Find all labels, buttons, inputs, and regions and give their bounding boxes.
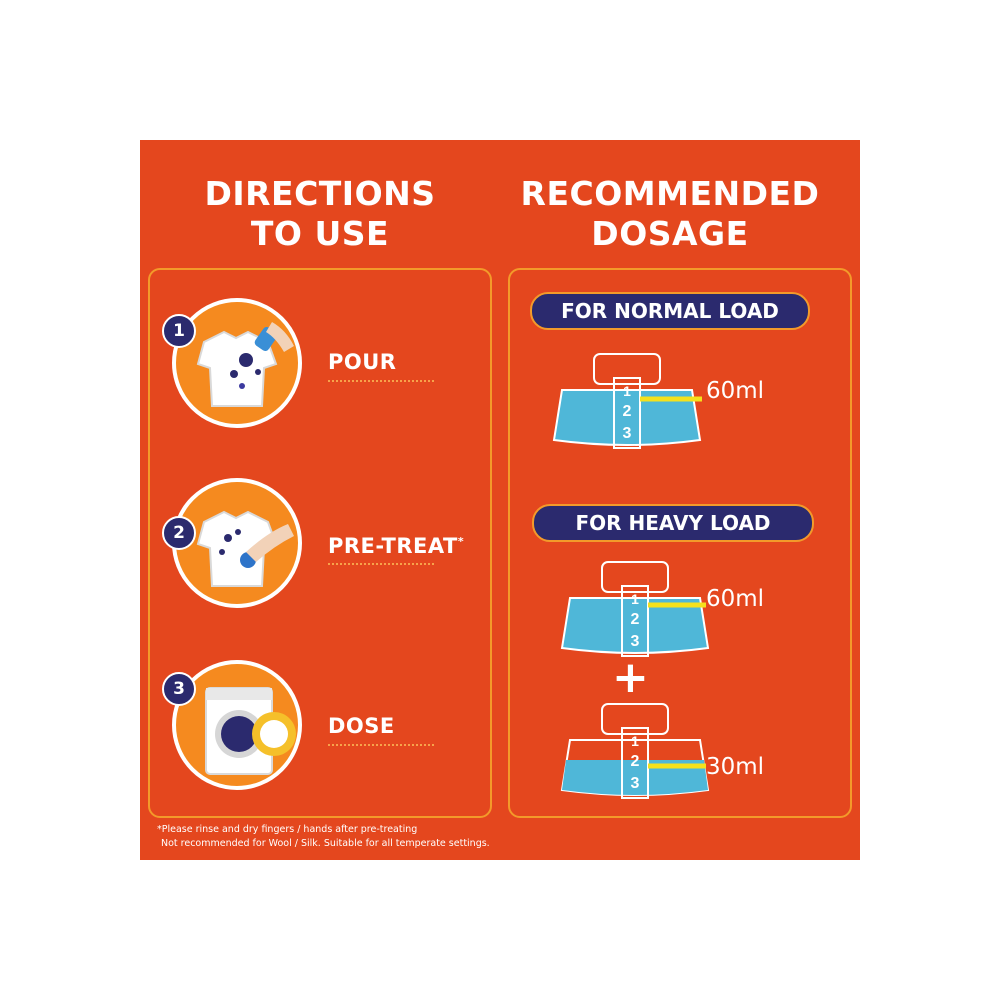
step-1-divider [328,380,434,382]
normal-load-badge: FOR NORMAL LOAD [530,292,810,330]
svg-text:1: 1 [631,733,639,749]
step-1-number: 1 [162,314,196,348]
step-1-label: POUR [328,350,397,374]
svg-text:2: 2 [631,611,640,628]
step-2-label-text: PRE-TREAT [328,534,458,558]
step-2-label: PRE-TREAT* [328,534,464,558]
heavy-load-amount-2: 30ml [706,754,765,780]
dosage-title-line2: DOSAGE [591,214,749,253]
heavy-load-amount-1: 60ml [706,586,765,612]
svg-text:2: 2 [631,753,640,770]
svg-text:1: 1 [623,383,631,399]
svg-text:1: 1 [631,591,639,607]
footnote-line-1: *Please rinse and dry fingers / hands af… [157,824,418,835]
normal-load-amount: 60ml [706,378,765,404]
step-2-number: 2 [162,516,196,550]
svg-text:3: 3 [631,775,640,792]
step-3-number: 3 [162,672,196,706]
svg-text:3: 3 [623,425,632,442]
tshirt-pour-icon [196,322,294,407]
step-1-image [172,298,302,428]
footnote-line-2: Not recommended for Wool / Silk. Suitabl… [161,838,490,849]
heavy-load-badge: FOR HEAVY LOAD [532,504,814,542]
step-3-label: DOSE [328,714,395,738]
dosage-title-line1: RECOMMENDED [520,174,820,213]
directions-heading: DIRECTIONS TO USE [160,174,480,254]
directions-panel: DIRECTIONS TO USE RECOMMENDED DOSAGE 1 P… [140,140,860,860]
dosage-heading: RECOMMENDED DOSAGE [500,174,840,254]
tshirt-pretreat-icon [196,510,294,587]
directions-title-line2: TO USE [250,214,390,253]
step-2-note-mark: * [457,535,465,548]
plus-sign: + [612,652,649,703]
measuring-cap-normal-icon: 1 2 3 [552,353,702,449]
washing-machine-icon [205,687,296,775]
measuring-cap-heavy-2-icon: 1 2 3 [560,703,710,799]
directions-title-line1: DIRECTIONS [204,174,436,213]
footnote: *Please rinse and dry fingers / hands af… [157,823,490,851]
directions-box [148,268,492,818]
step-3-divider [328,744,434,746]
svg-text:3: 3 [631,633,640,650]
measuring-cap-heavy-1-icon: 1 2 3 [560,561,710,657]
step-2-divider [328,563,434,565]
svg-text:2: 2 [623,403,632,420]
dosage-box [508,268,852,818]
